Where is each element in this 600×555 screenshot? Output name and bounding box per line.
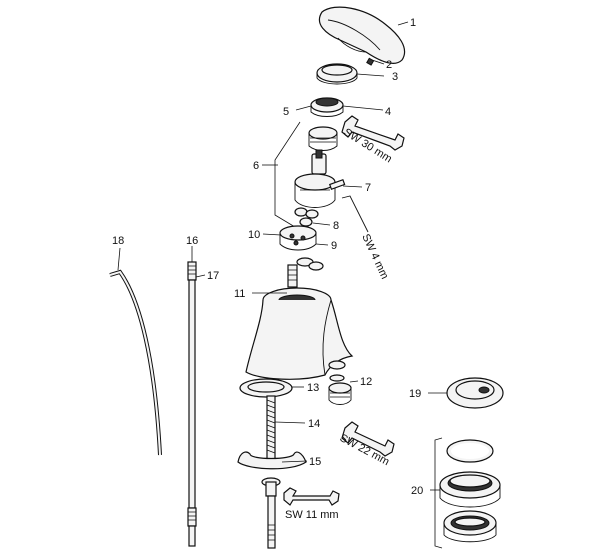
part-cap-ring	[316, 63, 358, 85]
part-lever-handle	[318, 6, 406, 64]
callout-17: 17	[207, 270, 219, 282]
hex-key-sw4	[341, 195, 369, 233]
part-drain-cap	[446, 377, 504, 409]
callout-11: 11	[234, 288, 245, 300]
callout-15: 15	[309, 456, 321, 468]
callout-20: 20	[411, 485, 423, 497]
label-sw11: SW 11 mm	[285, 509, 339, 521]
part-diverter	[279, 225, 317, 251]
part-fixing-washer	[237, 451, 307, 549]
part-cartridge-thread	[308, 126, 338, 151]
callout-19: 19	[409, 388, 421, 400]
callout-3: 3	[392, 71, 398, 83]
part-base-gasket	[239, 378, 293, 398]
callout-2: 2	[386, 59, 392, 71]
part-cartridge-body	[294, 149, 336, 208]
callout-1: 1	[410, 17, 416, 29]
callout-labels: 1 2 3 4 5 6 7 8 9 10 11 12 13 14 15 16 1…	[112, 17, 423, 497]
leader-lines	[117, 21, 447, 491]
callout-8: 8	[333, 220, 339, 232]
callout-14: 14	[308, 418, 320, 430]
callout-5: 5	[283, 106, 289, 118]
callout-18: 18	[112, 235, 124, 247]
part-o-rings	[294, 207, 319, 227]
callout-9: 9	[331, 240, 337, 252]
part-cartridge-screw	[328, 178, 346, 190]
callout-4: 4	[385, 106, 391, 118]
wrench-sw11	[283, 487, 340, 506]
part-supply-hose	[187, 261, 197, 547]
label-sw4: SW 4 mm	[359, 232, 390, 281]
part-mixer-body	[245, 264, 354, 380]
callout-10: 10	[248, 229, 260, 241]
callout-12: 12	[360, 376, 372, 388]
part-threaded-rod	[266, 395, 276, 465]
wrench-sw22	[341, 421, 395, 457]
callout-13: 13	[307, 382, 319, 394]
part-aerator	[328, 374, 352, 405]
part-grub-screw	[366, 57, 375, 66]
callout-6: 6	[253, 160, 259, 172]
part-drain-assembly	[434, 437, 501, 549]
part-cartridge-nut	[310, 97, 344, 117]
wrench-sw30	[341, 115, 405, 151]
callout-16: 16	[186, 235, 198, 247]
part-flexible-hose	[109, 269, 162, 456]
callout-7: 7	[365, 182, 371, 194]
part-cartridge-bracket	[274, 121, 301, 231]
part-flow-restrictor	[296, 257, 324, 271]
